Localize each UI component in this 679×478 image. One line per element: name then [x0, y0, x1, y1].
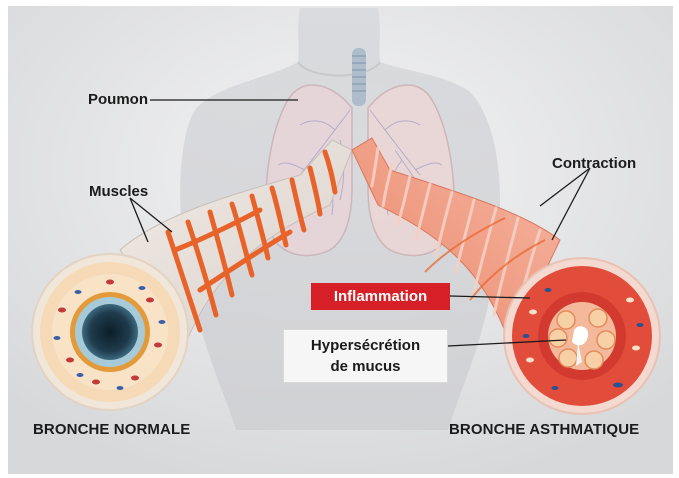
label-poumon: Poumon — [88, 91, 148, 108]
trachea — [352, 48, 366, 106]
label-hypersecretion-line2: de mucus — [284, 356, 447, 377]
label-muscles: Muscles — [89, 183, 148, 200]
label-hypersecretion: Hypersécrétion de mucus — [283, 329, 448, 383]
normal-bronchus-section — [32, 254, 188, 410]
label-bronche-normale: BRONCHE NORMALE — [33, 421, 190, 438]
label-contraction: Contraction — [552, 155, 636, 172]
label-inflammation: Inflammation — [311, 283, 450, 310]
asthmatic-bronchus-section — [504, 258, 660, 414]
label-inflammation-text: Inflammation — [334, 288, 427, 305]
label-bronche-asthmatique: BRONCHE ASTHMATIQUE — [449, 421, 639, 438]
label-hypersecretion-line1: Hypersécrétion — [284, 335, 447, 356]
